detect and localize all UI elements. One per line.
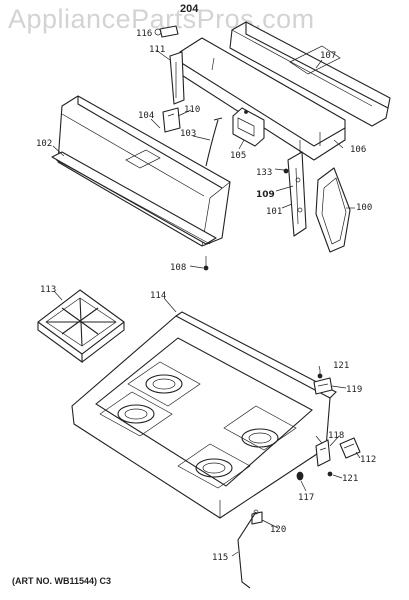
label-114: 114 <box>150 291 166 301</box>
part-108-screw[interactable] <box>203 256 209 271</box>
label-107: 107 <box>320 51 336 61</box>
label-121-lower: 121 <box>342 474 358 484</box>
part-101-end-bracket[interactable] <box>287 151 307 237</box>
label-109: 109 <box>256 190 275 200</box>
label-118: 118 <box>328 431 344 441</box>
part-100-end-cap[interactable] <box>315 167 351 253</box>
label-120: 120 <box>270 525 286 535</box>
part-114-cooktop[interactable] <box>71 311 337 519</box>
part-105-clock-module[interactable] <box>232 107 265 147</box>
label-108: 108 <box>170 263 186 273</box>
label-104: 104 <box>138 111 154 121</box>
label-101: 101 <box>266 207 282 217</box>
part-119-clip[interactable] <box>313 377 333 395</box>
label-106: 106 <box>350 145 366 155</box>
label-121-upper: 121 <box>333 361 349 371</box>
part-113-burner-grate[interactable] <box>37 289 125 364</box>
label-117: 117 <box>298 493 314 503</box>
label-116: 116 <box>136 29 152 39</box>
label-112: 112 <box>360 455 376 465</box>
part-115-rod[interactable] <box>237 509 259 589</box>
part-102-trim-strip[interactable] <box>51 151 217 245</box>
page-reference: 204 <box>180 3 199 15</box>
label-111: 111 <box>149 45 165 55</box>
art-number: (ART NO. WB11544) C3 <box>12 576 112 586</box>
part-118-bracket[interactable] <box>315 439 331 467</box>
label-115: 115 <box>212 553 228 563</box>
part-104-control-panel[interactable] <box>57 95 231 247</box>
label-113: 113 <box>40 285 56 295</box>
part-121-screw-lower[interactable] <box>327 471 333 477</box>
label-100: 100 <box>356 203 372 213</box>
part-133-screw[interactable] <box>283 168 289 174</box>
part-107-backsplash-cap[interactable] <box>229 21 391 127</box>
part-116-screw[interactable] <box>154 25 179 38</box>
label-110: 110 <box>184 105 200 115</box>
part-111-end-bracket[interactable] <box>169 51 185 105</box>
leader-lines <box>52 49 361 557</box>
part-103-wire-harness[interactable] <box>205 117 223 167</box>
label-133: 133 <box>256 168 272 178</box>
label-102: 102 <box>36 139 52 149</box>
label-119: 119 <box>346 385 362 395</box>
part-110-timer-housing[interactable] <box>162 107 181 133</box>
part-117-grommet[interactable] <box>296 471 304 481</box>
part-112-cap[interactable] <box>339 437 361 459</box>
label-103: 103 <box>180 129 196 139</box>
label-105: 105 <box>230 151 246 161</box>
part-121-screw-upper[interactable] <box>317 370 323 379</box>
